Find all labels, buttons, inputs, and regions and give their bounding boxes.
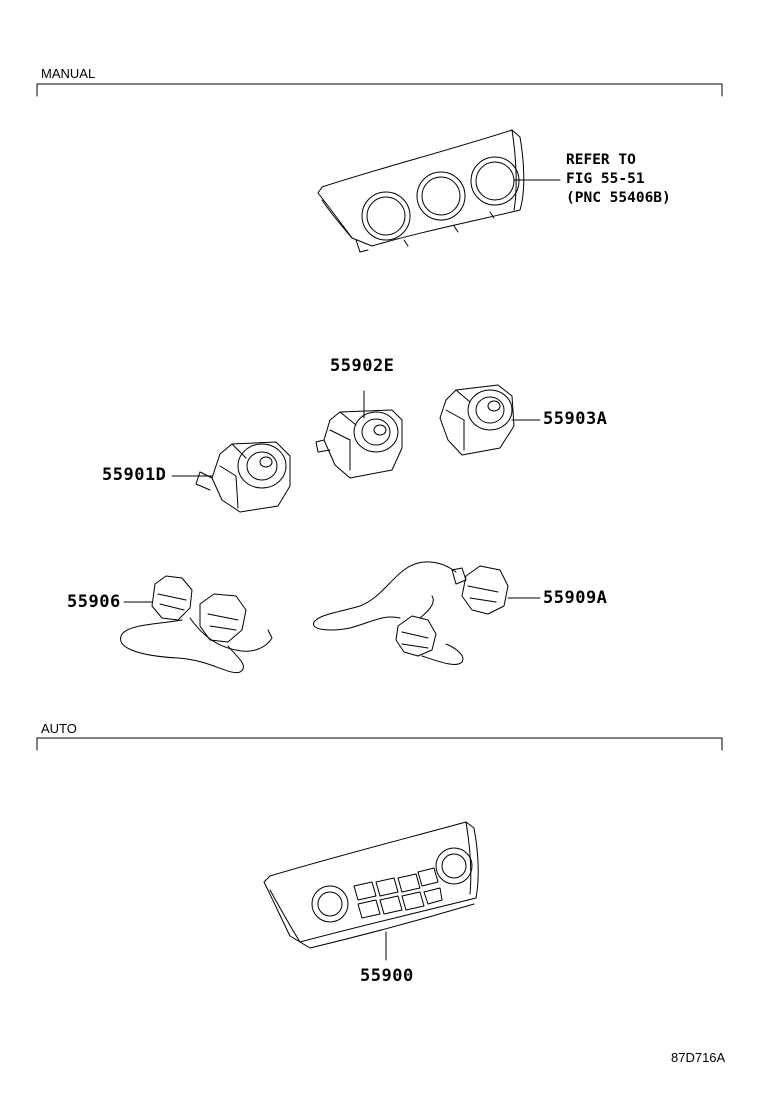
manual-bezel-panel [317,129,561,253]
part-label-55909a: 55909A [543,588,608,608]
auto-section-bracket [36,737,723,751]
part-label-55900: 55900 [360,966,414,986]
auto-control-panel-55900 [263,821,479,961]
switch-55902e [315,390,403,479]
harness-55906 [120,575,273,674]
harness-55909a [313,561,541,665]
refer-note-line-1: REFER TO [566,152,636,168]
auto-section-label: AUTO [41,721,77,736]
part-label-55902e: 55902E [330,356,395,376]
diagram-id: 87D716A [671,1050,726,1065]
part-label-55901d: 55901D [102,465,167,485]
switch-55901d [171,441,291,513]
part-label-55906: 55906 [67,592,121,612]
manual-section-label: MANUAL [41,66,96,81]
part-label-55903a: 55903A [543,409,608,429]
manual-section-bracket [36,83,723,97]
switch-55903a [439,384,541,456]
refer-note-line-2: FIG 55-51 [566,171,645,187]
refer-note-line-3: (PNC 55406B) [566,190,671,206]
